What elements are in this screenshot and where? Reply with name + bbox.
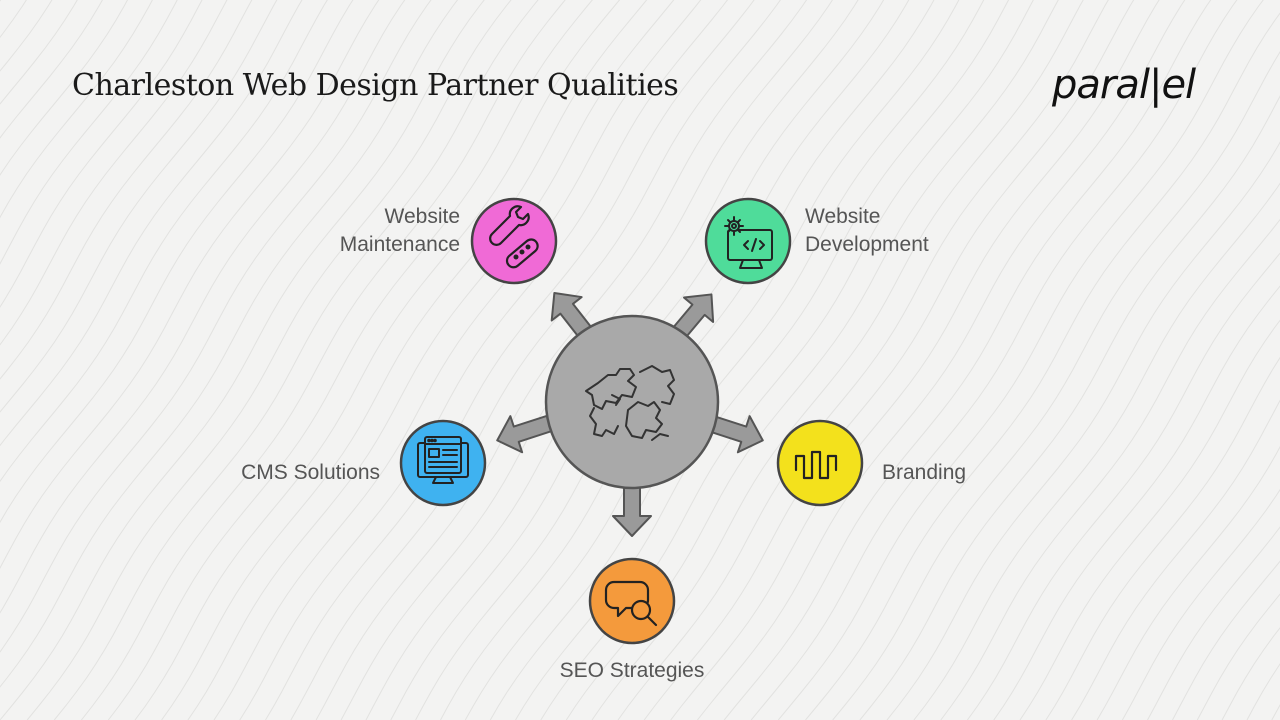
background-line (591, 0, 1084, 720)
node-seo-strategies (588, 557, 676, 645)
handshake-puzzle-icon (585, 365, 675, 441)
background-line (315, 0, 808, 720)
background-line (1019, 319, 1280, 720)
background-line (805, 12, 1280, 720)
background-line (340, 0, 833, 720)
label-line: CMS Solutions (241, 461, 380, 484)
label-line: Website (805, 205, 881, 228)
chat-search-icon (604, 580, 658, 627)
background-line (670, 0, 1160, 720)
background-line (617, 0, 1109, 720)
gear-code-monitor-icon (724, 216, 773, 269)
background-line (0, 0, 27, 39)
background-line (697, 0, 1186, 720)
background-line (0, 0, 380, 569)
background-line (0, 0, 53, 72)
background-line (26, 0, 512, 720)
background-line (723, 0, 1212, 720)
background-line (107, 0, 593, 720)
background-line (0, 0, 406, 614)
background-line (0, 0, 303, 447)
background-line (0, 0, 354, 524)
background-line (1045, 356, 1280, 720)
page-title: Charleston Web Design Partner Qualities (72, 68, 679, 103)
node-cms-solutions (399, 419, 487, 507)
background-line (81, 0, 566, 720)
background-line (886, 141, 1280, 720)
wrench-bandage-icon (489, 205, 539, 269)
background-line (53, 0, 539, 720)
background-line (0, 0, 459, 688)
background-line (489, 0, 985, 720)
background-line (0, 0, 278, 413)
background-line (440, 0, 935, 720)
background-line (134, 0, 621, 720)
background-line (832, 51, 1280, 720)
background-line (0, 0, 432, 653)
background-line (0, 0, 228, 346)
background-line (859, 95, 1280, 720)
background-line (0, 0, 178, 265)
background-line (913, 182, 1280, 720)
label-line: Maintenance (339, 233, 460, 256)
background-line (1121, 488, 1280, 720)
background-line (464, 0, 960, 720)
node-website-maintenance (470, 197, 558, 285)
background-line (161, 0, 648, 720)
label-line: Development (805, 233, 929, 256)
background-line (213, 0, 702, 720)
waveform-icon (794, 450, 838, 480)
background-line (0, 0, 328, 483)
web-layout-monitor-icon (417, 436, 469, 484)
label-line: SEO Strategies (559, 659, 705, 682)
background-line (265, 0, 755, 720)
background-line (187, 0, 675, 720)
background-line (940, 218, 1280, 720)
background-line (0, 0, 103, 139)
background-line (0, 0, 203, 308)
brand-logo: paral|el (1052, 62, 1196, 108)
node-website-development (704, 197, 792, 285)
background-line (0, 0, 253, 380)
background-line (0, 0, 78, 105)
background-line (239, 0, 729, 720)
background-line (0, 0, 153, 219)
label-website-maintenance: Website Maintenance (300, 203, 460, 259)
background-line (1172, 560, 1280, 720)
label-seo-strategies: SEO Strategies (532, 657, 732, 685)
label-cms-solutions: CMS Solutions (180, 459, 380, 487)
background-line (0, 0, 129, 176)
background-line (1147, 526, 1280, 720)
background-line (390, 0, 885, 720)
background-line (643, 0, 1135, 720)
background-line (365, 0, 859, 720)
background-line (966, 252, 1280, 720)
node-branding (776, 419, 864, 507)
background-line (1096, 445, 1280, 720)
background-line (565, 0, 1059, 720)
label-website-development: Website Development (805, 203, 1005, 259)
background-line (750, 0, 1238, 720)
background-line (0, 0, 485, 720)
label-line: Website (384, 205, 460, 228)
background-line (777, 0, 1264, 720)
center-hub (544, 314, 720, 490)
background-line (993, 285, 1280, 720)
background-line (1071, 399, 1280, 720)
label-branding: Branding (882, 459, 1082, 487)
label-line: Branding (882, 461, 967, 484)
